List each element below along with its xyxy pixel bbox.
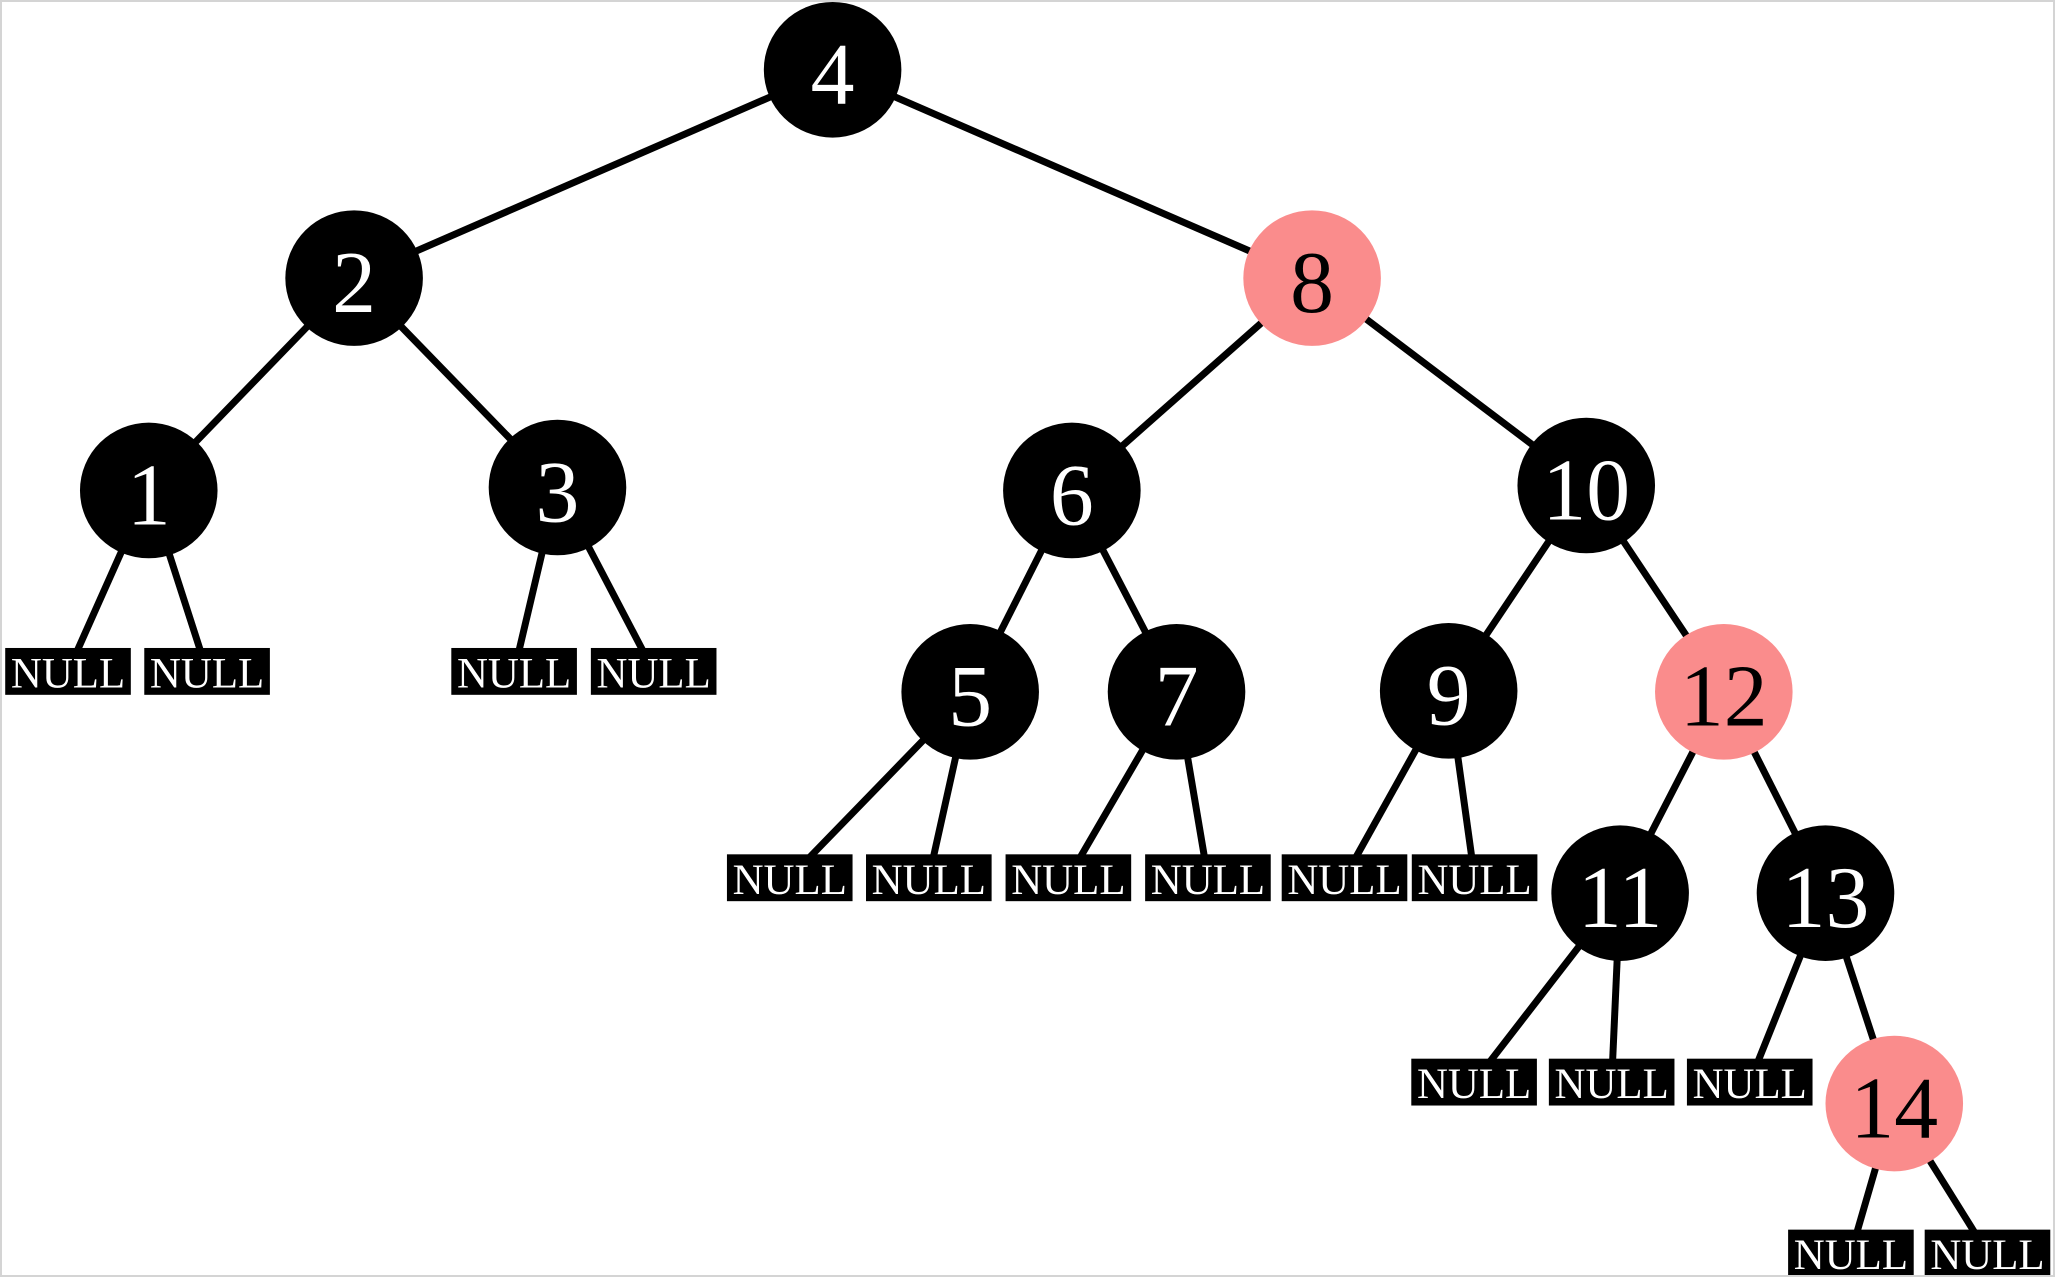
null-leaf-box-n13l bbox=[1686, 1058, 1813, 1106]
tree-node-10-black bbox=[1517, 417, 1656, 554]
tree-node-11-black bbox=[1551, 825, 1689, 961]
null-leaf-box-n1r bbox=[144, 647, 270, 695]
tree-node-5-black bbox=[901, 624, 1039, 760]
tree-node-label-8: 8 bbox=[1290, 234, 1334, 331]
null-leaf-box-n14r bbox=[1924, 1229, 2051, 1275]
null-leaf-label-n1r: NULL bbox=[150, 650, 264, 697]
null-leaf-label-n7r: NULL bbox=[1151, 857, 1265, 904]
tree-node-label-7: 7 bbox=[1155, 648, 1199, 745]
tree-node-8-red bbox=[1243, 210, 1381, 346]
null-leaf-label-n11l: NULL bbox=[1417, 1061, 1531, 1108]
tree-node-6-black bbox=[1003, 422, 1141, 559]
null-leaf-box-n11l bbox=[1411, 1058, 1537, 1106]
tree-node-1-black bbox=[79, 422, 218, 559]
null-leaf-box-n3r bbox=[590, 647, 717, 695]
null-leaf-label-n5r: NULL bbox=[872, 857, 986, 904]
tree-edge-4-2 bbox=[352, 66, 835, 282]
null-leaf-box-n11r bbox=[1548, 1058, 1675, 1106]
null-leaf-box-n9r bbox=[1411, 854, 1538, 902]
null-leaf-box-n7r bbox=[1145, 854, 1271, 902]
null-leaf-label-n7l: NULL bbox=[1011, 857, 1125, 904]
tree-node-label-10: 10 bbox=[1542, 441, 1630, 538]
null-leaf-box-n5l bbox=[726, 854, 853, 902]
tree-node-2-black bbox=[285, 210, 423, 346]
tree-node-3-black bbox=[488, 419, 627, 556]
null-leaf-box-n14l bbox=[1788, 1229, 1914, 1275]
null-leaf-label-n1l: NULL bbox=[11, 650, 125, 697]
null-leaf-label-n9r: NULL bbox=[1417, 857, 1531, 904]
tree-node-label-1: 1 bbox=[127, 446, 171, 543]
null-leaf-label-n5l: NULL bbox=[733, 857, 847, 904]
tree-node-9-black bbox=[1379, 623, 1518, 759]
tree-edge-4-8 bbox=[831, 66, 1314, 282]
tree-node-label-4: 4 bbox=[811, 26, 855, 123]
null-leaf-label-n9l: NULL bbox=[1287, 857, 1401, 904]
null-leaf-label-n13l: NULL bbox=[1693, 1061, 1807, 1108]
tree-node-label-14: 14 bbox=[1850, 1059, 1938, 1156]
tree-node-7-black bbox=[1107, 624, 1246, 760]
null-leaf-box-n9l bbox=[1281, 854, 1408, 902]
tree-node-label-5: 5 bbox=[948, 648, 992, 745]
tree-node-label-11: 11 bbox=[1578, 849, 1662, 946]
tree-node-4-black bbox=[763, 2, 902, 138]
null-leaf-label-n3l: NULL bbox=[457, 650, 571, 697]
null-leaf-label-n14r: NULL bbox=[1930, 1232, 2044, 1275]
null-leaf-box-n3l bbox=[451, 647, 577, 695]
tree-node-label-2: 2 bbox=[332, 234, 376, 331]
tree-node-label-13: 13 bbox=[1782, 849, 1870, 946]
tree-node-label-6: 6 bbox=[1050, 446, 1094, 543]
null-leaf-box-n7l bbox=[1005, 854, 1132, 902]
tree-node-13-black bbox=[1756, 825, 1895, 961]
null-leaf-box-n5r bbox=[866, 854, 992, 902]
tree-node-12-red bbox=[1655, 624, 1793, 760]
tree-node-label-12: 12 bbox=[1680, 648, 1768, 745]
null-leaf-label-n14l: NULL bbox=[1794, 1232, 1908, 1275]
null-leaf-label-n11r: NULL bbox=[1555, 1061, 1669, 1108]
tree-node-label-3: 3 bbox=[536, 443, 580, 540]
tree-node-14-red bbox=[1825, 1035, 1964, 1172]
null-leaf-label-n3r: NULL bbox=[597, 650, 711, 697]
null-leaf-box-n1l bbox=[5, 647, 131, 695]
tree-node-label-9: 9 bbox=[1427, 647, 1471, 744]
